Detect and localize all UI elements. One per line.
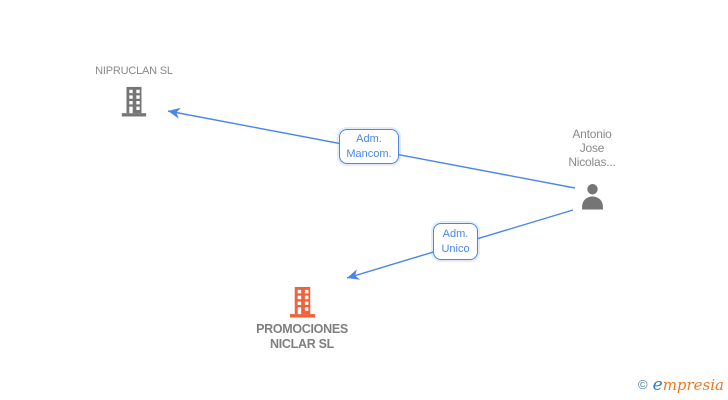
person-name-label: Antonio Jose Nicolas...	[568, 127, 616, 169]
building-icon	[242, 284, 362, 319]
person-node-antonio[interactable]: Antonio Jose Nicolas...	[552, 127, 632, 210]
company-name-label: PROMOCIONES NICLAR SL	[256, 322, 348, 351]
company-name-label: NIPRUCLAN SL	[95, 65, 173, 77]
company-node-nipruclan[interactable]: NIPRUCLAN SL	[64, 64, 204, 117]
person-icon	[552, 182, 632, 210]
building-icon	[64, 85, 204, 117]
edge-label-adm-mancom[interactable]: Adm. Mancom.	[339, 129, 399, 164]
empresia-watermark: © empresia	[638, 375, 724, 395]
company-node-promociones-niclar[interactable]: PROMOCIONES NICLAR SL	[242, 284, 362, 352]
edge-label-adm-unico[interactable]: Adm. Unico	[433, 223, 478, 260]
brand-first-letter: e	[652, 375, 663, 395]
copyright-icon: ©	[638, 377, 648, 392]
brand-rest: mpresia	[662, 376, 724, 394]
